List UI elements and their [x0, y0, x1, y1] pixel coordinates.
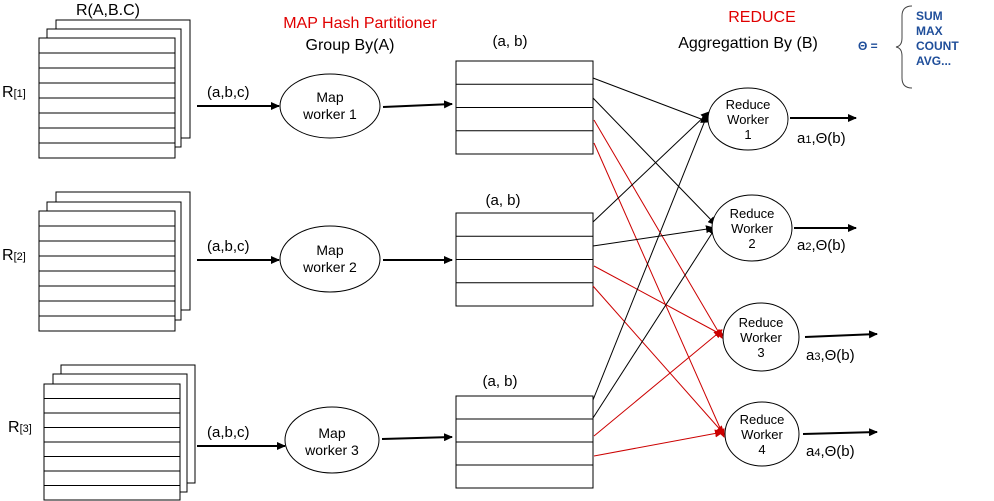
shuffle-edge	[593, 142, 725, 438]
shuffle-edge	[592, 226, 717, 419]
theta-symbol: Θ =	[858, 39, 878, 53]
partition-label-3: (a, b)	[482, 373, 517, 390]
theta-legend: Θ = SUM MAX COUNT AVG...	[858, 5, 959, 89]
shuffle-edge	[592, 112, 709, 401]
relation-stacks	[38, 19, 196, 501]
map-worker-2-line2: worker 2	[302, 259, 357, 275]
shuffle-edge	[592, 225, 715, 247]
theta-item: MAX	[916, 24, 943, 38]
reduce-worker-1-line2: Worker	[727, 112, 769, 127]
output-label-3: a3,Θ(b)	[806, 347, 855, 364]
relation-header: R(A,B.C)	[76, 2, 140, 19]
reduce-worker-4-line1: Reduce	[740, 412, 785, 427]
relation-label-2: R[2]	[2, 247, 26, 264]
map-worker-3-line2: worker 3	[304, 442, 359, 458]
map-worker-3-line1: Map	[318, 425, 345, 441]
partition-label-1: (a, b)	[492, 33, 527, 50]
map-input-label-3: (a,b,c)	[207, 424, 250, 441]
map-title: MAP Hash Partitioner	[283, 15, 437, 32]
map-worker-1: Map worker 1	[279, 73, 381, 139]
shuffle-edge	[592, 97, 717, 226]
theta-item: COUNT	[916, 39, 959, 53]
map-worker-3: Map worker 3	[284, 406, 380, 474]
relation-stack-2	[38, 191, 191, 332]
shuffle-edge	[592, 285, 725, 435]
reduce-worker-1: Reduce Worker 1	[707, 87, 789, 151]
shuffle-edge	[592, 77, 710, 123]
output-arrow-3	[804, 330, 878, 339]
shuffle-edges	[592, 77, 725, 457]
reduce-worker-1-line3: 1	[744, 127, 751, 142]
output-label-1: a1,Θ(b)	[797, 130, 846, 147]
shuffle-edge	[593, 329, 723, 437]
map-worker-1-line2: worker 1	[302, 106, 357, 122]
reduce-worker-2: Reduce Worker 2	[711, 194, 793, 262]
relation-label-3: R[3]	[8, 419, 32, 436]
reduce-worker-3-line1: Reduce	[739, 315, 784, 330]
reduce-worker-4: Reduce Worker 4	[724, 401, 800, 467]
map-to-partition-arrow-1	[382, 100, 453, 109]
output-label-2: a2,Θ(b)	[797, 237, 846, 254]
partition-label-2: (a, b)	[485, 192, 520, 209]
partition-table-3	[455, 395, 594, 489]
map-worker-2-line1: Map	[316, 242, 343, 258]
map-input-label-1: (a,b,c)	[207, 84, 250, 101]
output-label-4: a4,Θ(b)	[806, 443, 855, 460]
reduce-worker-3-line3: 3	[757, 345, 764, 360]
reduce-worker-2-line2: Worker	[731, 221, 773, 236]
shuffle-edge	[592, 111, 710, 223]
shuffle-edge	[593, 429, 724, 457]
output-arrow-4	[802, 428, 878, 437]
reduce-title: REDUCE	[728, 9, 796, 26]
partition-tables	[455, 60, 594, 489]
map-worker-2: Map worker 2	[279, 225, 381, 293]
reduce-worker-1-line1: Reduce	[726, 97, 771, 112]
reduce-worker-2-line3: 2	[748, 236, 755, 251]
map-worker-1-line1: Map	[316, 89, 343, 105]
reduce-worker-3-line2: Worker	[740, 330, 782, 345]
relation-stack-1	[38, 19, 191, 159]
reduce-subtitle: Aggregattion By (B)	[678, 35, 818, 52]
map-to-partition-arrow-3	[381, 433, 453, 442]
map-input-label-2: (a,b,c)	[207, 238, 250, 255]
reduce-worker-4-line2: Worker	[741, 427, 783, 442]
reduce-worker-3: Reduce Worker 3	[722, 302, 800, 372]
partition-table-2	[455, 212, 594, 307]
partition-table-1	[455, 60, 594, 155]
shuffle-edge	[593, 265, 725, 337]
map-subtitle: Group By(A)	[306, 37, 395, 54]
relation-label-1: R[1]	[2, 84, 26, 101]
theta-item: AVG...	[916, 54, 951, 68]
theta-item: SUM	[916, 9, 943, 23]
reduce-worker-2-line1: Reduce	[730, 206, 775, 221]
shuffle-edge	[593, 119, 723, 339]
reduce-worker-4-line3: 4	[758, 442, 765, 457]
relation-stack-3	[43, 364, 196, 501]
theta-brace	[895, 5, 913, 89]
